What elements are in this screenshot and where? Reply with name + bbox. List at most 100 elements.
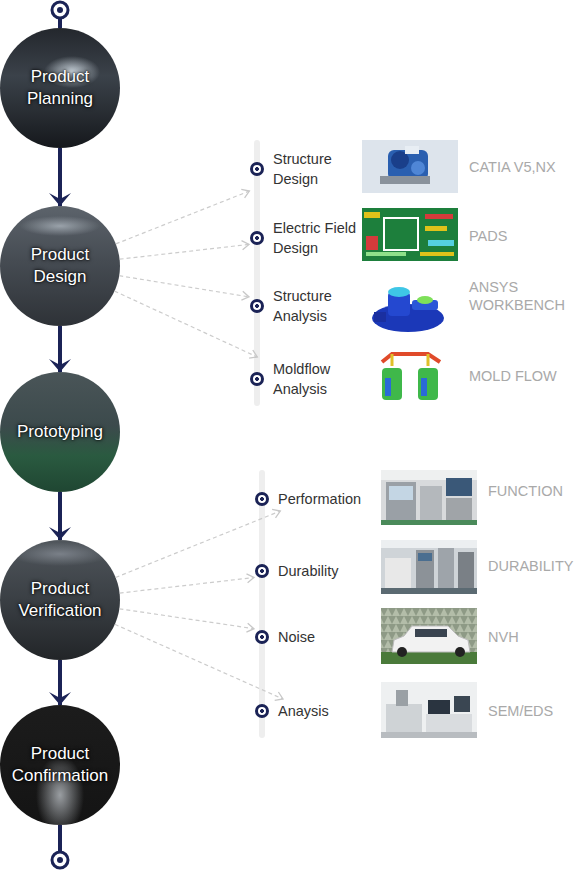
dashed-arrow	[115, 624, 283, 700]
connector-line	[58, 326, 62, 372]
text-group: Performation	[278, 489, 361, 509]
text-group: Electric Field Design	[273, 218, 357, 258]
durability-photo	[381, 540, 477, 594]
text-group: Product Planning	[8, 66, 112, 110]
task-item: Performation	[254, 487, 366, 511]
task-name: Electric Field Design	[273, 218, 357, 258]
task-item: Noise	[254, 625, 366, 649]
dashed-arrow	[120, 574, 254, 593]
arrow-head	[272, 509, 280, 517]
dashed-arrow	[120, 241, 249, 260]
tool-label: DURABILITY	[488, 557, 575, 575]
arrow-head	[49, 527, 71, 540]
function-photo	[381, 470, 477, 525]
connector-line	[119, 609, 254, 629]
flow-arrow	[49, 148, 71, 206]
task-name: Structure Design	[273, 149, 357, 189]
moldflow-image	[382, 354, 440, 400]
item-dot	[255, 630, 269, 644]
flow-arrow	[49, 492, 71, 540]
dashed-arrow	[116, 509, 281, 577]
task-name: Anaysis	[278, 701, 329, 721]
text-group: Product Design	[8, 244, 112, 288]
connector-line	[120, 578, 254, 594]
stage-title: Product Design	[8, 244, 112, 288]
catia-image	[362, 140, 458, 193]
nvh-photo	[381, 608, 477, 664]
tool-label: NVH	[488, 628, 575, 646]
text-group: Prototyping	[17, 421, 103, 443]
stage-circle: Product Planning	[0, 28, 120, 148]
stage-circle: Product Design	[0, 206, 120, 326]
stage-title: Product Verification	[8, 578, 112, 622]
item-dot	[255, 564, 269, 578]
tool-label: ANSYS WORKBENCH	[469, 278, 569, 314]
connector-line	[116, 191, 250, 244]
text-group: Durability	[278, 561, 338, 581]
connector-line	[58, 148, 62, 206]
arrow-head	[242, 241, 250, 250]
item-dot	[250, 162, 264, 176]
tool-label: CATIA V5,NX	[469, 158, 574, 176]
task-name: Noise	[278, 627, 315, 647]
stage-circle: Product Confirmation	[0, 705, 120, 825]
sem-photo	[381, 682, 477, 738]
item-dot	[255, 492, 269, 506]
ansys-image	[372, 287, 444, 332]
dashed-arrow	[115, 291, 258, 358]
task-name: Performation	[278, 489, 361, 509]
text-group: Structure Design	[273, 149, 357, 189]
stage-circle: Product Verification	[0, 540, 120, 660]
task-item: Anaysis	[254, 699, 366, 723]
pads-image	[362, 208, 458, 261]
text-group: Product Confirmation	[8, 743, 112, 787]
arrow-head	[49, 692, 71, 705]
arrow-head	[49, 193, 71, 206]
arrow-head	[241, 291, 249, 300]
arrow-head	[246, 623, 254, 632]
connector-line	[116, 511, 281, 578]
tool-label: FUNCTION	[488, 482, 575, 500]
text-group: Noise	[278, 627, 315, 647]
item-dot	[250, 299, 264, 313]
stage-circle: Prototyping	[0, 372, 120, 492]
item-dot	[250, 372, 264, 386]
task-item: Structure Design	[249, 147, 361, 191]
dashed-arrow	[119, 609, 254, 632]
connector-line	[115, 624, 283, 699]
task-item: Durability	[254, 559, 366, 583]
connector-line	[115, 291, 258, 357]
task-item: Moldflow Analysis	[249, 357, 361, 401]
arrow-head	[275, 692, 283, 700]
arrow-head	[247, 574, 255, 583]
task-name: Durability	[278, 561, 338, 581]
dashed-arrow	[116, 189, 250, 244]
stage-title: Product Confirmation	[8, 743, 112, 787]
task-name: Structure Analysis	[273, 286, 357, 326]
connector-line	[58, 660, 62, 705]
group-bars	[254, 140, 265, 738]
text-group: Moldflow Analysis	[273, 359, 357, 399]
task-item: Structure Analysis	[249, 284, 361, 328]
tool-label: PADS	[469, 227, 574, 245]
item-dot	[255, 704, 269, 718]
connector-line	[120, 244, 249, 259]
item-dot	[250, 231, 264, 245]
connector-line	[119, 276, 249, 297]
text-group: Product Verification	[8, 578, 112, 622]
arrow-head	[241, 189, 249, 197]
dashed-arrow	[119, 276, 249, 301]
arrow-head	[249, 350, 257, 358]
connector-line	[58, 492, 62, 540]
arrow-head	[49, 359, 71, 372]
task-item: Electric Field Design	[249, 216, 361, 260]
tool-label: SEM/EDS	[488, 702, 575, 720]
tool-label: MOLD FLOW	[469, 367, 574, 385]
text-group: Structure Analysis	[273, 286, 357, 326]
flow-arrow	[49, 326, 71, 372]
stage-title: Prototyping	[17, 421, 103, 443]
task-name: Moldflow Analysis	[273, 359, 357, 399]
stage-title: Product Planning	[8, 66, 112, 110]
text-group: Anaysis	[278, 701, 329, 721]
